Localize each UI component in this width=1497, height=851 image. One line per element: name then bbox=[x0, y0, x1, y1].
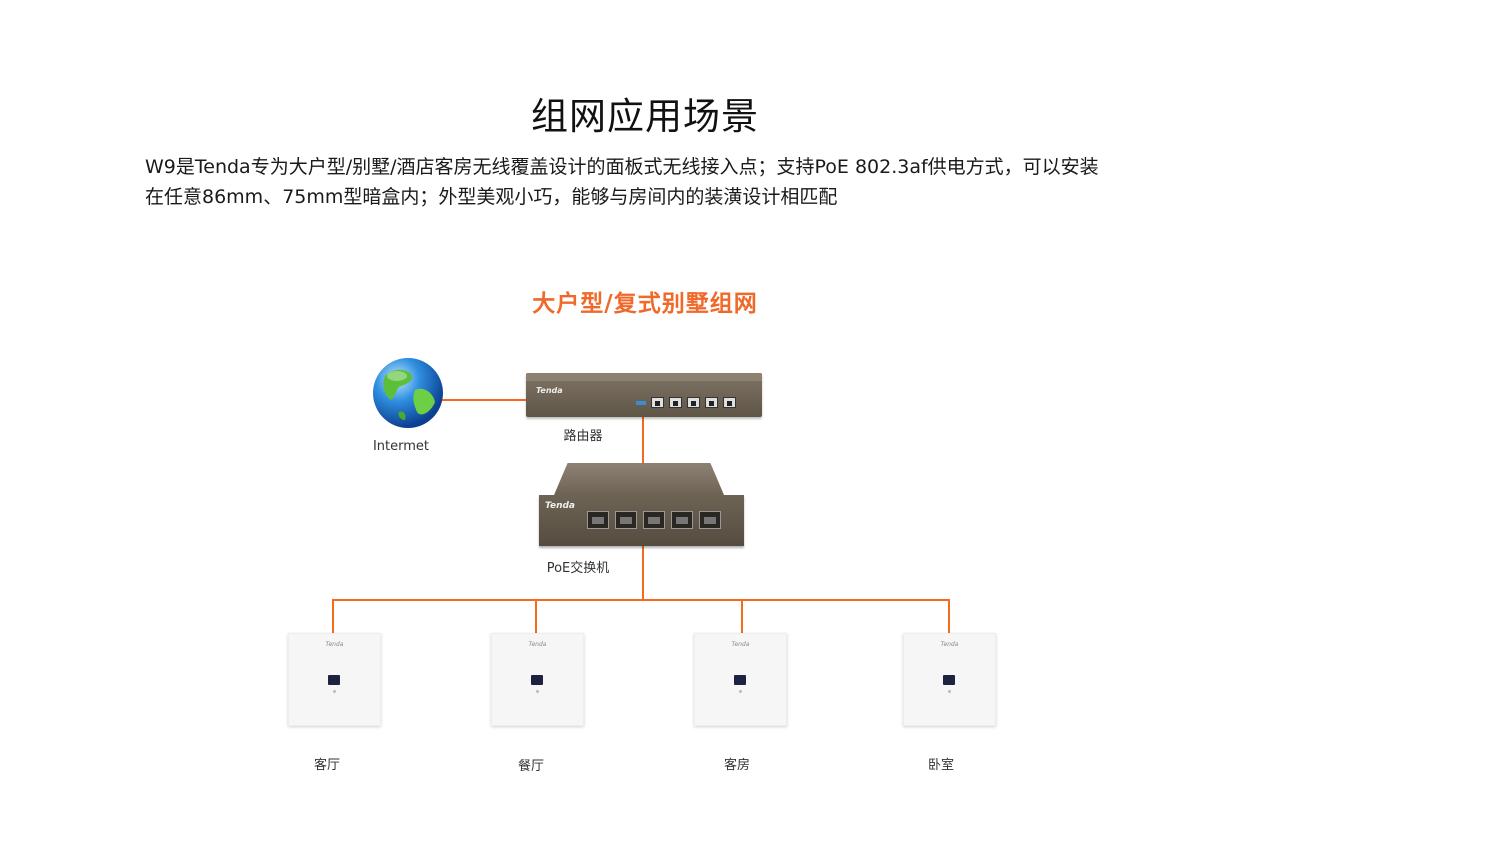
link-bus-ap-4 bbox=[948, 599, 950, 633]
usb-port-icon bbox=[636, 401, 646, 405]
globe-icon bbox=[373, 358, 443, 428]
router-port-icon bbox=[687, 397, 700, 408]
ap-brand: Tenda bbox=[325, 641, 344, 648]
description-line-1: W9是Tenda专为大户型/别墅/酒店客房无线覆盖设计的面板式无线接入点；支持P… bbox=[145, 156, 1099, 178]
diagram-subtitle: 大户型/复式别墅组网 bbox=[532, 291, 758, 317]
switch-port-icon bbox=[643, 511, 665, 529]
ethernet-jack-icon bbox=[328, 675, 340, 685]
room-label-bedroom: 卧室 bbox=[927, 758, 954, 773]
link-bus-ap-1 bbox=[332, 599, 334, 633]
panel-ap-4: Tenda bbox=[903, 633, 996, 726]
ethernet-jack-icon bbox=[943, 675, 955, 685]
page-description: W9是Tenda专为大户型/别墅/酒店客房无线覆盖设计的面板式无线接入点；支持P… bbox=[145, 152, 1165, 212]
switch-port-icon bbox=[699, 511, 721, 529]
internet-label: Intermet bbox=[372, 439, 430, 454]
switch-port-icon bbox=[671, 511, 693, 529]
room-label-dining-room: 餐厅 bbox=[517, 759, 544, 774]
link-internet-router bbox=[440, 399, 527, 401]
router-label: 路由器 bbox=[563, 429, 603, 444]
panel-ap-1: Tenda bbox=[288, 633, 381, 726]
led-indicator-icon bbox=[333, 690, 336, 693]
link-switch-bus bbox=[642, 546, 644, 601]
link-bus-ap-3 bbox=[741, 599, 743, 633]
router-port-icon bbox=[651, 397, 664, 408]
ethernet-jack-icon bbox=[734, 675, 746, 685]
ap-brand: Tenda bbox=[731, 641, 750, 648]
room-label-living-room: 客厅 bbox=[313, 758, 340, 773]
link-bus-horizontal bbox=[332, 599, 950, 601]
room-label-guest-room: 客房 bbox=[723, 758, 750, 773]
router-brand-logo: Tenda bbox=[536, 386, 563, 395]
panel-ap-3: Tenda bbox=[694, 633, 787, 726]
led-indicator-icon bbox=[739, 690, 742, 693]
switch-label: PoE交换机 bbox=[546, 561, 610, 576]
switch-port-icon bbox=[587, 511, 609, 529]
description-line-2: 在任意86mm、75mm型暗盒内；外型美观小巧，能够与房间内的装潢设计相匹配 bbox=[145, 186, 838, 208]
ap-brand: Tenda bbox=[940, 641, 959, 648]
link-bus-ap-2 bbox=[535, 599, 537, 633]
switch-top-surface bbox=[554, 463, 724, 495]
router-device: Tenda bbox=[526, 373, 762, 417]
ap-brand: Tenda bbox=[528, 641, 547, 648]
link-router-switch bbox=[642, 416, 644, 464]
switch-brand-logo: Tenda bbox=[545, 501, 576, 511]
switch-port-icon bbox=[615, 511, 637, 529]
router-port-icon bbox=[669, 397, 682, 408]
router-port-icon bbox=[705, 397, 718, 408]
panel-ap-2: Tenda bbox=[491, 633, 584, 726]
ethernet-jack-icon bbox=[531, 675, 543, 685]
page-title: 组网应用场景 bbox=[531, 95, 759, 138]
led-indicator-icon bbox=[536, 690, 539, 693]
router-port-icon bbox=[723, 397, 736, 408]
poe-switch-device: Tenda bbox=[539, 495, 744, 546]
led-indicator-icon bbox=[948, 690, 951, 693]
